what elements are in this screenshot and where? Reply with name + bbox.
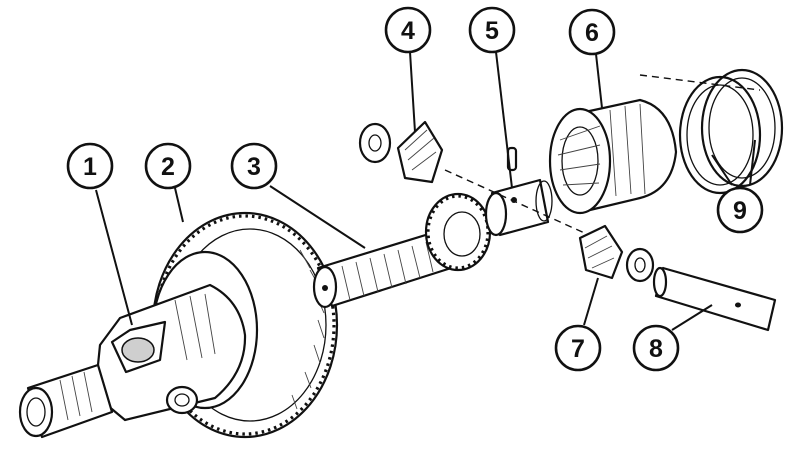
leader-9a: [711, 154, 733, 186]
cross-pin: [484, 146, 553, 237]
callout-4-label: 4: [401, 17, 415, 45]
long-pin: [652, 266, 777, 332]
callout-4: 4: [384, 6, 432, 54]
callout-9-label: 9: [733, 197, 747, 225]
callout-2: 2: [144, 142, 192, 190]
callout-7: 7: [554, 324, 602, 372]
leader-5: [495, 51, 513, 189]
callout-6: 6: [568, 8, 616, 56]
callout-9: 9: [716, 186, 764, 234]
differential-cage: [548, 98, 678, 215]
leader-6: [595, 53, 603, 109]
leader-4: [409, 51, 416, 133]
pinion-shaft: [312, 192, 492, 309]
leader-8: [671, 304, 713, 331]
leader-3: [269, 185, 366, 249]
callout-1-label: 1: [83, 153, 97, 181]
callout-6-label: 6: [585, 19, 599, 47]
callout-1: 1: [66, 142, 114, 190]
callout-3: 3: [230, 142, 278, 190]
leader-7: [583, 277, 599, 326]
callout-2-label: 2: [161, 153, 175, 181]
callout-7-label: 7: [571, 335, 585, 363]
leader-9b: [749, 139, 756, 186]
differential-carrier: [18, 250, 259, 439]
leader-1: [95, 189, 133, 326]
callout-3-label: 3: [247, 153, 261, 181]
side-gear-lower: [578, 224, 655, 283]
side-gear-upper: [358, 120, 444, 184]
callout-5: 5: [468, 6, 516, 54]
callout-8: 8: [632, 324, 680, 372]
callout-8-label: 8: [649, 335, 663, 363]
leader-2: [174, 187, 184, 223]
retaining-rings: [678, 68, 784, 195]
leader-lines: [95, 51, 756, 331]
callout-5-label: 5: [485, 17, 499, 45]
